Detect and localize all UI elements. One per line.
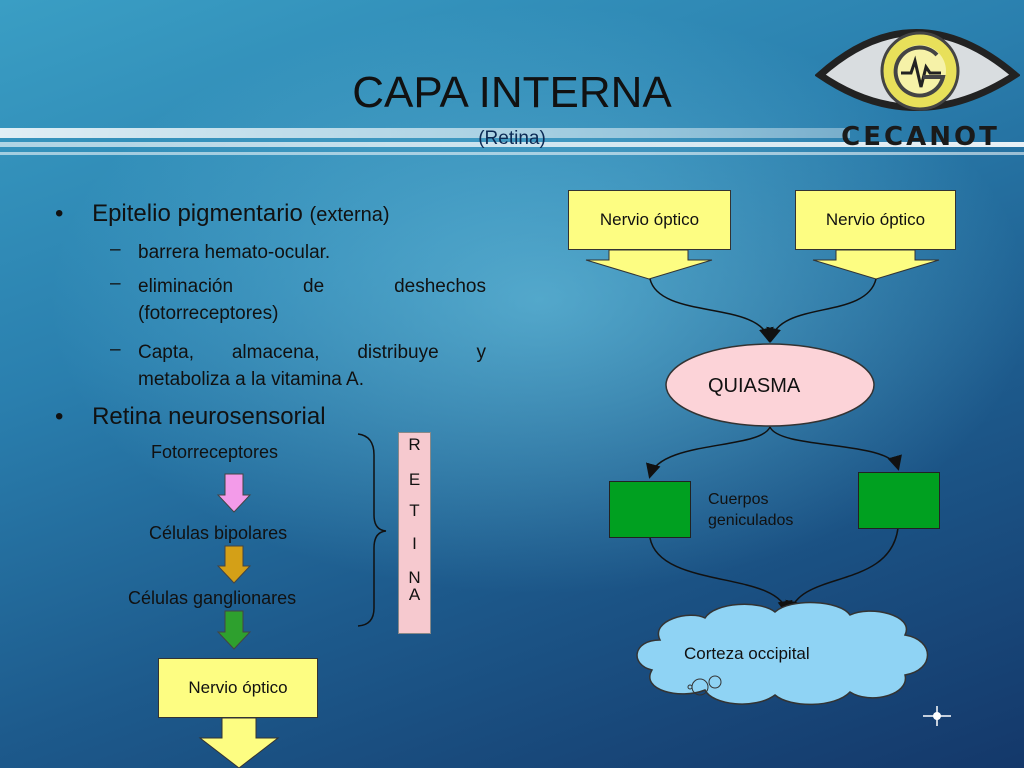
brace-icon: [357, 433, 387, 627]
slide-subtitle: (Retina): [478, 128, 546, 149]
box-nervio-optico-bottom: Nervio óptico: [158, 658, 318, 718]
quiasma-ellipse: [665, 343, 875, 427]
bullet-epitelio-extra: (externa): [309, 204, 390, 226]
bullet-epitelio-main: Epitelio pigmentario: [92, 200, 303, 227]
retina-letter: E: [408, 470, 421, 489]
cuerpos-line2: geniculados: [708, 512, 794, 529]
dash-3: –: [110, 339, 121, 360]
dash-2: –: [110, 273, 121, 294]
box-nervio-optico-right-label: Nervio óptico: [825, 210, 926, 229]
cloud-bubble-icon: [708, 675, 722, 689]
green-box-right: [858, 472, 940, 529]
cloud-bubble-icon: [687, 684, 693, 690]
bullet-retina-neurosensorial: • Retina neurosensorial: [55, 403, 326, 431]
cecanot-eye-logo-icon: [815, 29, 1020, 111]
slide-title: CAPA INTERNA: [352, 68, 672, 117]
label-celulas-ganglionares: Células ganglionares: [128, 588, 297, 608]
header-band-top: [0, 128, 850, 138]
header-band-middle: [0, 142, 1024, 147]
corteza-occipital-label: Corteza occipital: [684, 644, 810, 663]
quiasma-label: QUIASMA: [708, 375, 801, 397]
arrow-green-icon: [216, 610, 252, 650]
retina-letter: I: [412, 534, 417, 553]
bullet-epitelio: • Epitelio pigmentario (externa): [55, 200, 390, 228]
green-box-left: [609, 481, 691, 538]
box-nervio-optico-left-label: Nervio óptico: [599, 210, 700, 229]
arrow-amber-icon: [216, 545, 252, 584]
arrow-nervio-right-icon: [812, 249, 940, 280]
retina-letter: T: [409, 501, 420, 520]
retina-letter: R: [408, 435, 421, 454]
sub-eliminacion-line2: (fotorreceptores): [138, 303, 279, 324]
sub-eliminacion-line1: eliminación de deshechos: [138, 276, 486, 297]
bullet-dot: •: [55, 403, 64, 430]
retina-letter: A: [408, 585, 421, 604]
cuerpos-line1: Cuerpos: [708, 491, 769, 508]
box-nervio-optico-right: Nervio óptico: [795, 190, 956, 250]
sub-capta-line2: metaboliza a la vitamina A.: [138, 369, 365, 390]
bullet-dot: •: [55, 200, 64, 227]
arrow-nervio-bottom-icon: [198, 717, 280, 768]
sparkle-icon: [923, 706, 951, 726]
cuerpos-geniculados-label: Cuerpos geniculados: [708, 489, 793, 531]
arrow-nervio-left-icon: [585, 249, 713, 280]
arrow-pink-icon: [216, 473, 252, 513]
label-fotorreceptores: Fotorreceptores: [151, 442, 279, 462]
label-celulas-bipolares: Células bipolares: [149, 523, 288, 543]
bullet-retina-text: Retina neurosensorial: [92, 403, 326, 430]
box-nervio-optico-bottom-label: Nervio óptico: [188, 678, 288, 697]
retina-label-box: R E T I N A: [398, 432, 431, 634]
box-nervio-optico-left: Nervio óptico: [568, 190, 731, 250]
logo-text: CECANOT: [841, 122, 1000, 152]
dash-1: –: [110, 239, 121, 260]
sub-capta-line1: Capta, almacena, distribuye y: [138, 342, 486, 363]
sub-barrera: barrera hemato-ocular.: [138, 242, 331, 263]
header-band-bottom: [0, 152, 1024, 155]
retina-letter: N: [408, 568, 421, 587]
